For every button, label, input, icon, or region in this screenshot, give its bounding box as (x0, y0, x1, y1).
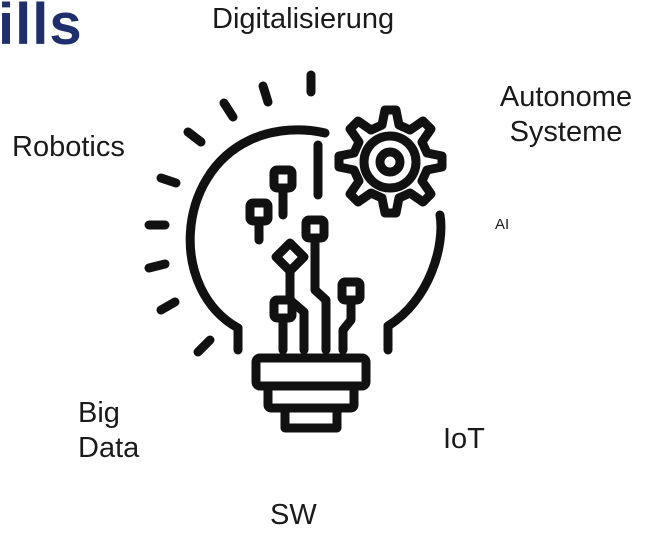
label-data: Data (78, 432, 140, 464)
label-autonome-systeme: Autonome Systeme (486, 80, 645, 150)
label-systeme: Systeme (509, 116, 623, 148)
label-ai: AI (495, 216, 510, 233)
label-robotics: Robotics (12, 131, 125, 163)
label-autonome: Autonome (499, 81, 633, 113)
label-big: Big (78, 397, 120, 429)
label-digitalisierung: Digitalisierung (212, 3, 395, 35)
label-iot: IoT (443, 423, 485, 455)
slide-title: ills (0, 0, 83, 57)
label-big-data: Big Data (78, 396, 139, 466)
label-sw: SW (270, 499, 317, 531)
lightbulb-gear-icon (144, 70, 447, 433)
